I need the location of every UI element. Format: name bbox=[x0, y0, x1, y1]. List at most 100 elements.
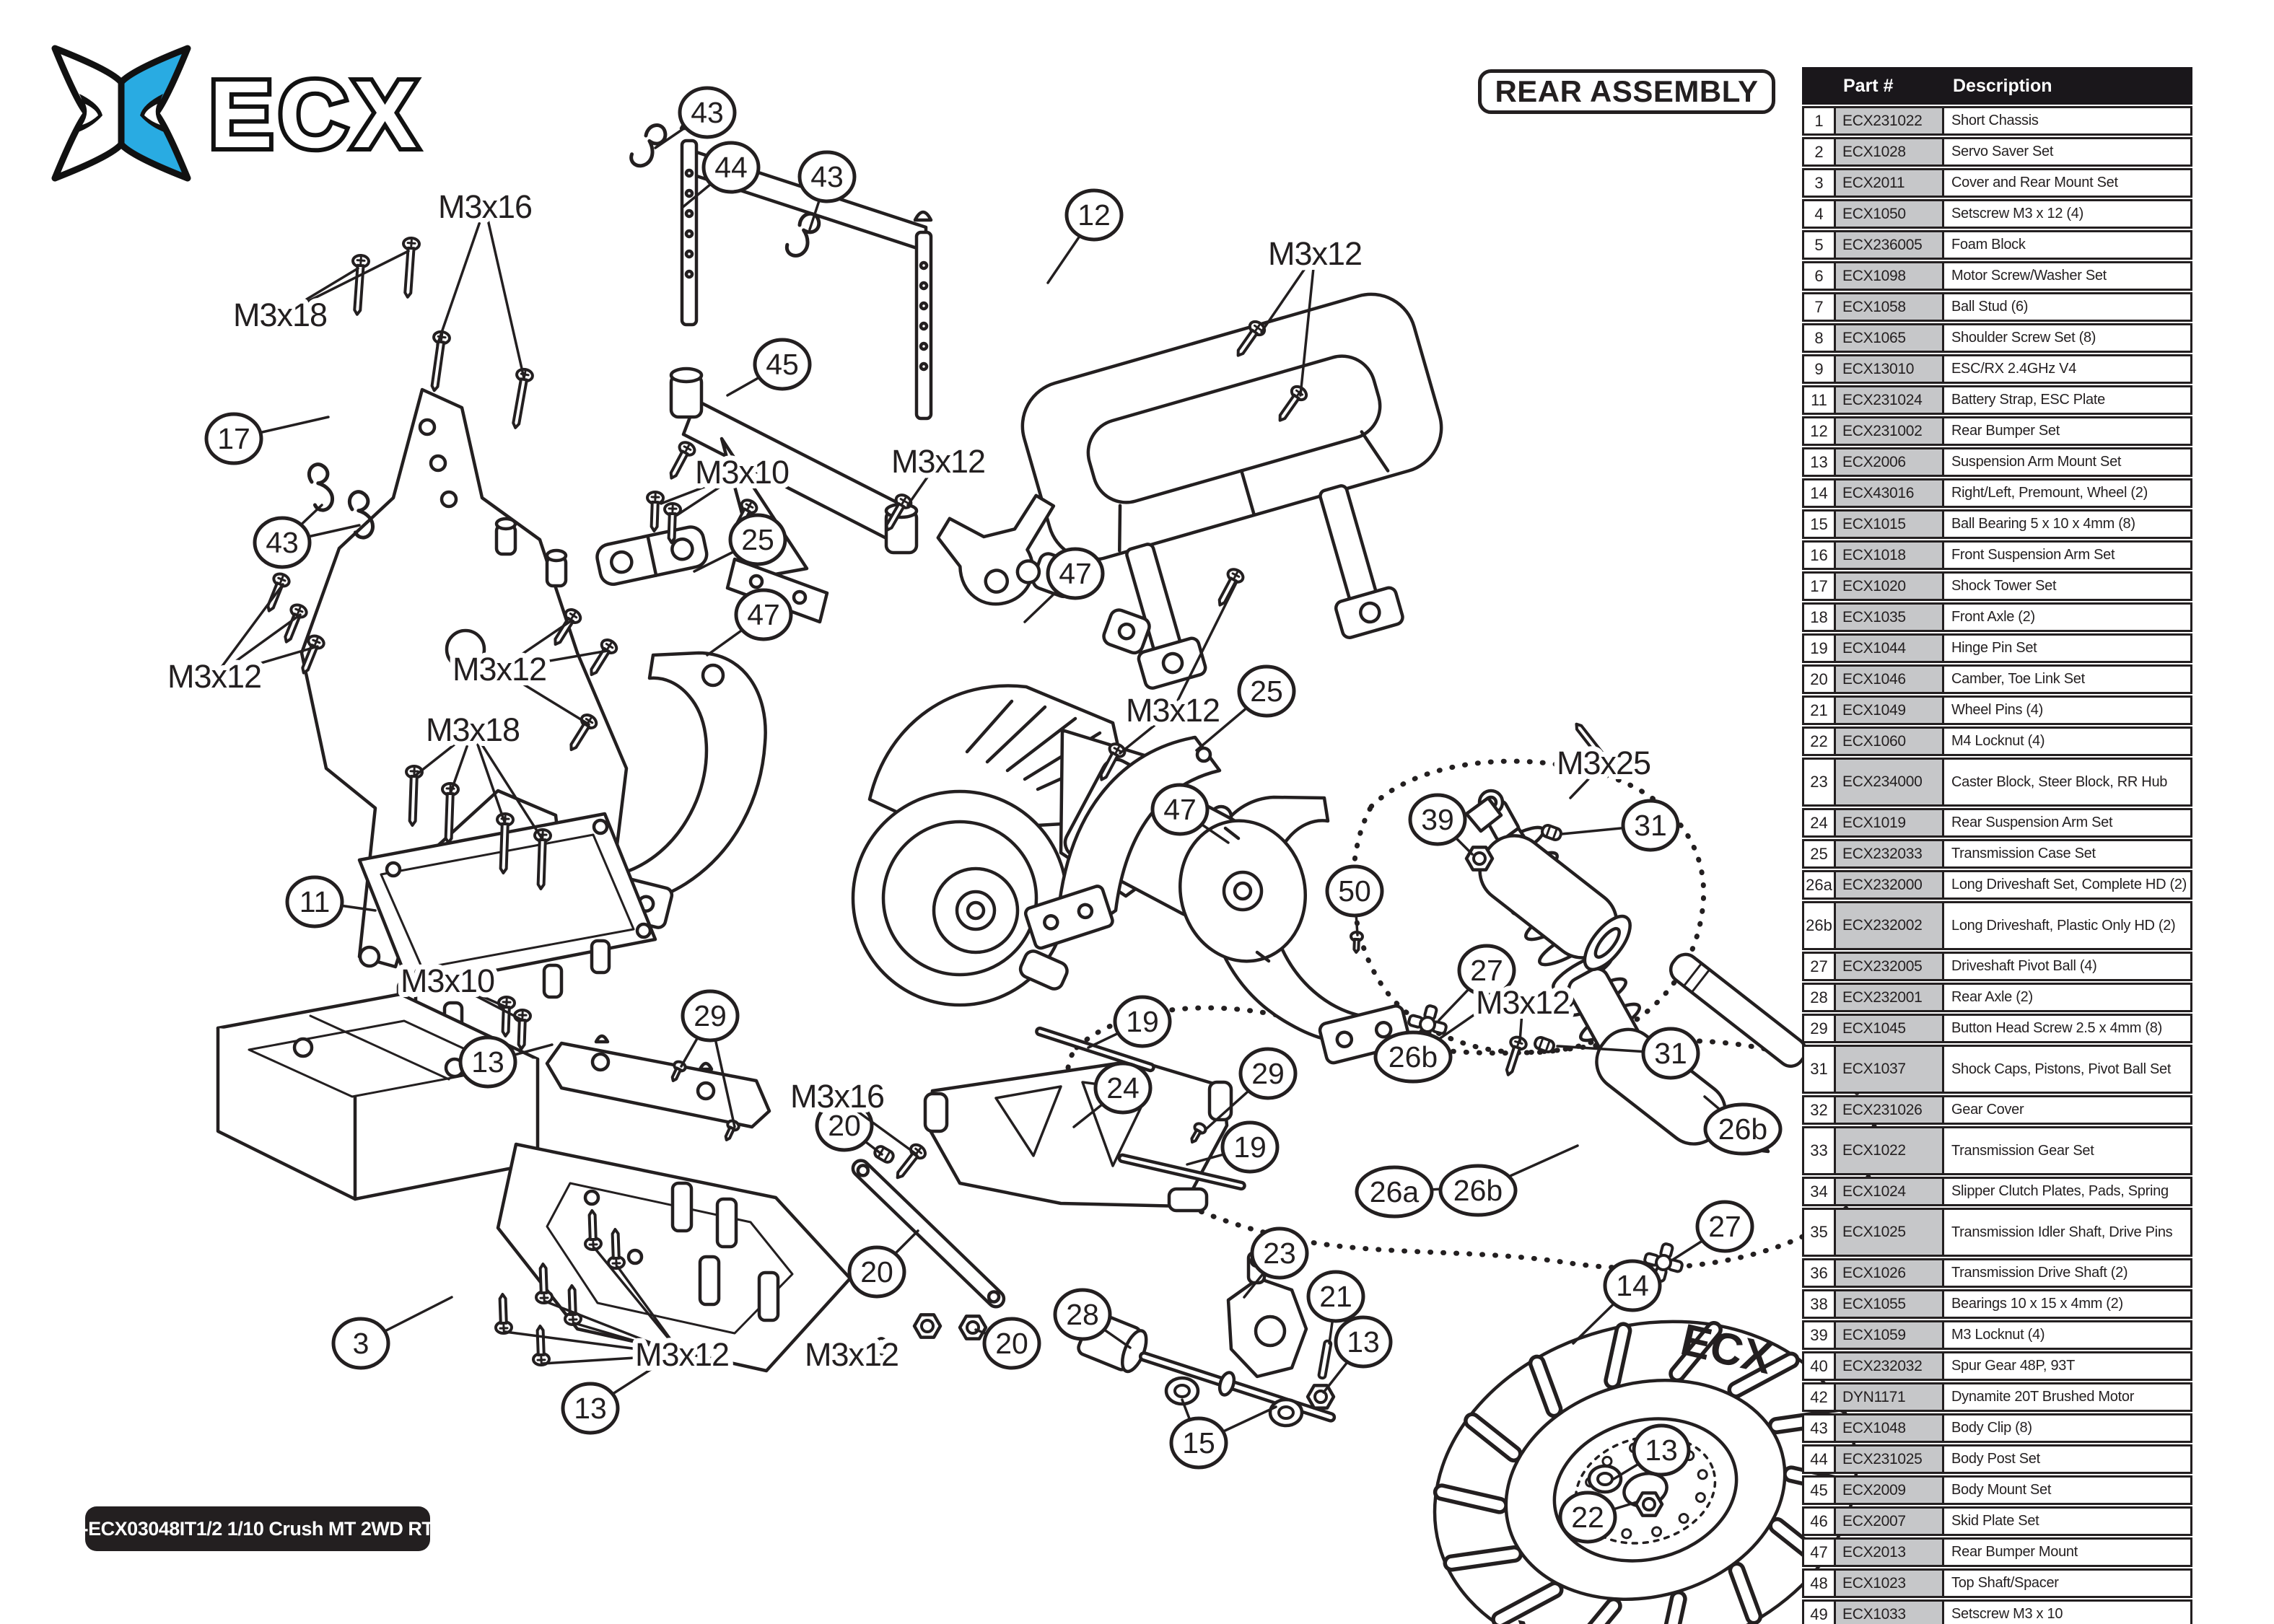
row-number: 48 bbox=[1804, 1571, 1836, 1596]
row-part-number: ECX1033 bbox=[1836, 1602, 1944, 1624]
callout-20: 20 bbox=[974, 1317, 1041, 1370]
callout-number: 26b bbox=[1718, 1112, 1767, 1146]
row-description: Ball Bearing 5 x 10 x 4mm (8) bbox=[1951, 516, 2135, 532]
callout-number: 13 bbox=[574, 1392, 607, 1425]
row-description: Long Driveshaft, Plastic Only HD (2) bbox=[1951, 917, 2176, 934]
row-description: Transmission Case Set bbox=[1951, 846, 2096, 861]
callout-number: 13 bbox=[1645, 1434, 1678, 1467]
row-part-number: ECX1024 bbox=[1836, 1179, 1944, 1204]
callout-number: 31 bbox=[1654, 1037, 1687, 1070]
row-part-number: ECX231026 bbox=[1836, 1097, 1944, 1123]
row-number: 14 bbox=[1804, 480, 1836, 506]
row-number: 7 bbox=[1804, 294, 1836, 320]
row-number: 29 bbox=[1804, 1016, 1836, 1041]
row-description: Body Mount Set bbox=[1951, 1482, 2052, 1498]
row-number: 36 bbox=[1804, 1260, 1836, 1286]
row-description: M4 Locknut (4) bbox=[1951, 733, 2045, 749]
row-number: 28 bbox=[1804, 985, 1836, 1010]
arm-mount-brace-drawing bbox=[545, 1034, 771, 1129]
callout-31: 31 bbox=[1560, 799, 1680, 852]
callout-12: 12 bbox=[1046, 188, 1124, 284]
row-description: Battery Strap, ESC Plate bbox=[1951, 392, 2105, 408]
row-number: 44 bbox=[1804, 1447, 1836, 1472]
row-part-number: ECX1045 bbox=[1836, 1016, 1944, 1041]
callout-3: 3 bbox=[331, 1296, 453, 1370]
callout-29: 29 bbox=[680, 989, 740, 1128]
callout-number: 24 bbox=[1106, 1071, 1140, 1105]
row-number: 35 bbox=[1804, 1210, 1836, 1255]
row-description: Driveshaft Pivot Ball (4) bbox=[1951, 958, 2097, 974]
row-description: Dynamite 20T Brushed Motor bbox=[1951, 1389, 2135, 1405]
row-description: Slipper Clutch Plates, Pads, Spring bbox=[1951, 1183, 2169, 1199]
callout-31: 31 bbox=[1556, 1027, 1700, 1080]
suspension-arm-drawing bbox=[923, 1058, 1233, 1213]
row-description: Spur Gear 48P, 93T bbox=[1951, 1358, 2076, 1374]
callout-number: 43 bbox=[810, 160, 844, 193]
callout-number: 29 bbox=[694, 999, 727, 1032]
callout-number: 19 bbox=[1233, 1131, 1267, 1164]
toe-link-drawing bbox=[851, 1159, 1006, 1309]
row-description: Hinge Pin Set bbox=[1951, 640, 2037, 656]
callout-number: 26b bbox=[1453, 1174, 1503, 1207]
row-description: Motor Screw/Washer Set bbox=[1951, 268, 2107, 284]
gear-cover-box-drawing bbox=[216, 992, 540, 1201]
callout-13: 13 bbox=[561, 1368, 652, 1435]
row-part-number: ECX1055 bbox=[1836, 1291, 1944, 1317]
row-description: Shock Caps, Pistons, Pivot Ball Set bbox=[1951, 1061, 2172, 1077]
row-number: 18 bbox=[1804, 605, 1836, 630]
callout-26b: 26b bbox=[1438, 1144, 1579, 1217]
row-part-number: ECX13010 bbox=[1836, 356, 1944, 382]
callout-number: 50 bbox=[1338, 874, 1371, 908]
hardware-size-label: M3x18 bbox=[233, 297, 327, 333]
row-description: Top Shaft/Spacer bbox=[1951, 1575, 2059, 1591]
callout-number: 11 bbox=[299, 885, 331, 918]
callout-13: 13 bbox=[1322, 1315, 1393, 1394]
callout-number: 21 bbox=[1319, 1280, 1352, 1313]
row-description: Caster Block, Steer Block, RR Hub bbox=[1951, 773, 2168, 790]
row-part-number: ECX1058 bbox=[1836, 294, 1944, 320]
callout-13: 13 bbox=[458, 1035, 554, 1089]
callout-number: 39 bbox=[1421, 803, 1454, 836]
row-description: Servo Saver Set bbox=[1951, 144, 2054, 159]
row-number: 8 bbox=[1804, 325, 1836, 351]
row-number: 3 bbox=[1804, 170, 1836, 196]
row-number: 1 bbox=[1804, 108, 1836, 133]
row-part-number: ECX1020 bbox=[1836, 574, 1944, 599]
row-part-number: ECX1049 bbox=[1836, 698, 1944, 723]
callout-number: 13 bbox=[1347, 1325, 1380, 1359]
row-number: 26b bbox=[1804, 903, 1836, 948]
hardware-label-M3x12: M3x12 bbox=[800, 1331, 904, 1378]
callout-17: 17 bbox=[204, 412, 330, 465]
hardware-size-label: M3x25 bbox=[1557, 745, 1650, 781]
callout-number: 25 bbox=[1250, 675, 1283, 708]
shock-tower-drawing bbox=[299, 387, 629, 969]
row-part-number: ECX43016 bbox=[1836, 480, 1944, 506]
row-description: Shock Tower Set bbox=[1951, 578, 2057, 594]
row-number: 45 bbox=[1804, 1478, 1836, 1503]
hardware-size-label: M3x12 bbox=[167, 658, 261, 695]
row-description: Setscrew M3 x 12 (4) bbox=[1951, 206, 2083, 221]
row-number: 4 bbox=[1804, 201, 1836, 227]
callout-24: 24 bbox=[1072, 1061, 1153, 1128]
row-description: ESC/RX 2.4GHz V4 bbox=[1951, 361, 2077, 377]
callout-27: 27 bbox=[1671, 1200, 1754, 1261]
transmission-motor-drawing bbox=[851, 684, 1307, 1007]
row-number: 34 bbox=[1804, 1179, 1836, 1204]
callout-28: 28 bbox=[1053, 1288, 1132, 1349]
hardware-label-M3x12: M3x12 bbox=[1260, 230, 1368, 397]
row-number: 23 bbox=[1804, 760, 1836, 804]
esc-plate-drawing bbox=[357, 812, 657, 1037]
